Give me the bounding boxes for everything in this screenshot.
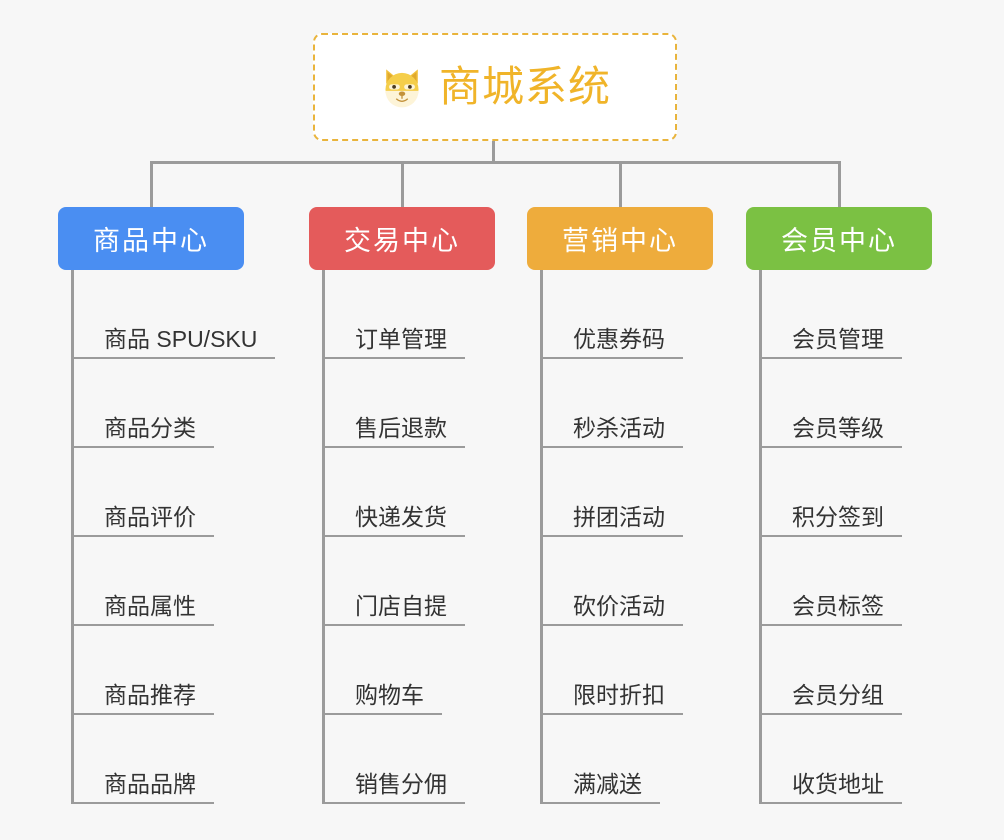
connector-drop-4 xyxy=(838,161,841,208)
leaf-item[interactable]: 商品属性 xyxy=(74,537,275,626)
category-column-3: 营销中心 优惠券码 秒杀活动 拼团活动 砍价活动 限时折扣 满减送 xyxy=(527,207,713,804)
leaf-item[interactable]: 商品品牌 xyxy=(74,715,275,804)
leaf-item[interactable]: 会员分组 xyxy=(762,626,932,715)
leaf-item[interactable]: 砍价活动 xyxy=(543,537,713,626)
leaf-item[interactable]: 会员标签 xyxy=(762,537,932,626)
connector-drop-2 xyxy=(401,161,404,208)
connector-root-stem xyxy=(492,141,495,164)
leaf-item[interactable]: 商品评价 xyxy=(74,448,275,537)
category-header-2-label: 交易中心 xyxy=(344,226,460,256)
category-column-4: 会员中心 会员管理 会员等级 积分签到 会员标签 会员分组 收货地址 xyxy=(746,207,932,804)
category-column-2: 交易中心 订单管理 售后退款 快递发货 门店自提 购物车 销售分佣 xyxy=(309,207,495,804)
leaf-label: 限时折扣 xyxy=(573,681,665,708)
leaf-item[interactable]: 会员等级 xyxy=(762,359,932,448)
leaf-item[interactable]: 积分签到 xyxy=(762,448,932,537)
category-header-3[interactable]: 营销中心 xyxy=(527,207,713,270)
shiba-dog-face-icon xyxy=(379,65,425,111)
leaf-item[interactable]: 商品分类 xyxy=(74,359,275,448)
leaf-label: 会员标签 xyxy=(792,592,884,619)
category-header-4[interactable]: 会员中心 xyxy=(746,207,932,270)
leaf-item[interactable]: 会员管理 xyxy=(762,270,932,359)
leaf-item[interactable]: 收货地址 xyxy=(762,715,932,804)
leaf-item[interactable]: 订单管理 xyxy=(325,270,495,359)
leaf-item[interactable]: 门店自提 xyxy=(325,537,495,626)
leaf-item[interactable]: 商品推荐 xyxy=(74,626,275,715)
leaf-list-1: 商品 SPU/SKU 商品分类 商品评价 商品属性 商品推荐 商品品牌 xyxy=(71,270,276,804)
category-header-2[interactable]: 交易中心 xyxy=(309,207,495,270)
leaf-label: 商品评价 xyxy=(104,503,196,530)
leaf-list-4: 会员管理 会员等级 积分签到 会员标签 会员分组 收货地址 xyxy=(759,270,932,804)
leaf-label: 商品品牌 xyxy=(104,770,196,797)
leaf-item[interactable]: 拼团活动 xyxy=(543,448,713,537)
leaf-item[interactable]: 商品 SPU/SKU xyxy=(74,270,276,359)
root-node[interactable]: 商城系统 xyxy=(313,33,677,141)
leaf-label: 售后退款 xyxy=(355,414,447,441)
leaf-item[interactable]: 满减送 xyxy=(543,715,713,804)
category-header-3-label: 营销中心 xyxy=(562,226,678,256)
leaf-label: 收货地址 xyxy=(792,770,884,797)
leaf-label: 商品分类 xyxy=(104,414,196,441)
leaf-label: 商品推荐 xyxy=(104,681,196,708)
category-header-1[interactable]: 商品中心 xyxy=(58,207,244,270)
connector-horizontal-bus xyxy=(150,161,841,164)
leaf-label: 砍价活动 xyxy=(573,592,665,619)
leaf-label: 商品 SPU/SKU xyxy=(104,325,258,352)
leaf-list-3: 优惠券码 秒杀活动 拼团活动 砍价活动 限时折扣 满减送 xyxy=(540,270,713,804)
leaf-item[interactable]: 快递发货 xyxy=(325,448,495,537)
leaf-item[interactable]: 销售分佣 xyxy=(325,715,495,804)
connector-drop-3 xyxy=(619,161,622,208)
leaf-label: 满减送 xyxy=(573,770,642,797)
leaf-label: 拼团活动 xyxy=(573,503,665,530)
leaf-item[interactable]: 售后退款 xyxy=(325,359,495,448)
leaf-label: 积分签到 xyxy=(792,503,884,530)
leaf-item[interactable]: 优惠券码 xyxy=(543,270,713,359)
leaf-list-2: 订单管理 售后退款 快递发货 门店自提 购物车 销售分佣 xyxy=(322,270,495,804)
leaf-label: 优惠券码 xyxy=(573,325,665,352)
leaf-label: 门店自提 xyxy=(355,592,447,619)
category-header-4-label: 会员中心 xyxy=(781,226,897,256)
category-column-1: 商品中心 商品 SPU/SKU 商品分类 商品评价 商品属性 商品推荐 商品品牌 xyxy=(58,207,276,804)
root-title: 商城系统 xyxy=(438,63,611,110)
leaf-label: 商品属性 xyxy=(104,592,196,619)
category-header-1-label: 商品中心 xyxy=(93,226,209,256)
leaf-label: 购物车 xyxy=(355,681,424,708)
leaf-item[interactable]: 限时折扣 xyxy=(543,626,713,715)
leaf-item[interactable]: 秒杀活动 xyxy=(543,359,713,448)
leaf-label: 会员分组 xyxy=(792,681,884,708)
leaf-label: 订单管理 xyxy=(355,325,447,352)
leaf-label: 秒杀活动 xyxy=(573,414,665,441)
connector-drop-1 xyxy=(150,161,153,208)
leaf-label: 销售分佣 xyxy=(355,770,447,797)
leaf-label: 快递发货 xyxy=(355,503,447,530)
leaf-label: 会员管理 xyxy=(792,325,884,352)
leaf-label: 会员等级 xyxy=(792,414,884,441)
leaf-item[interactable]: 购物车 xyxy=(325,626,495,715)
